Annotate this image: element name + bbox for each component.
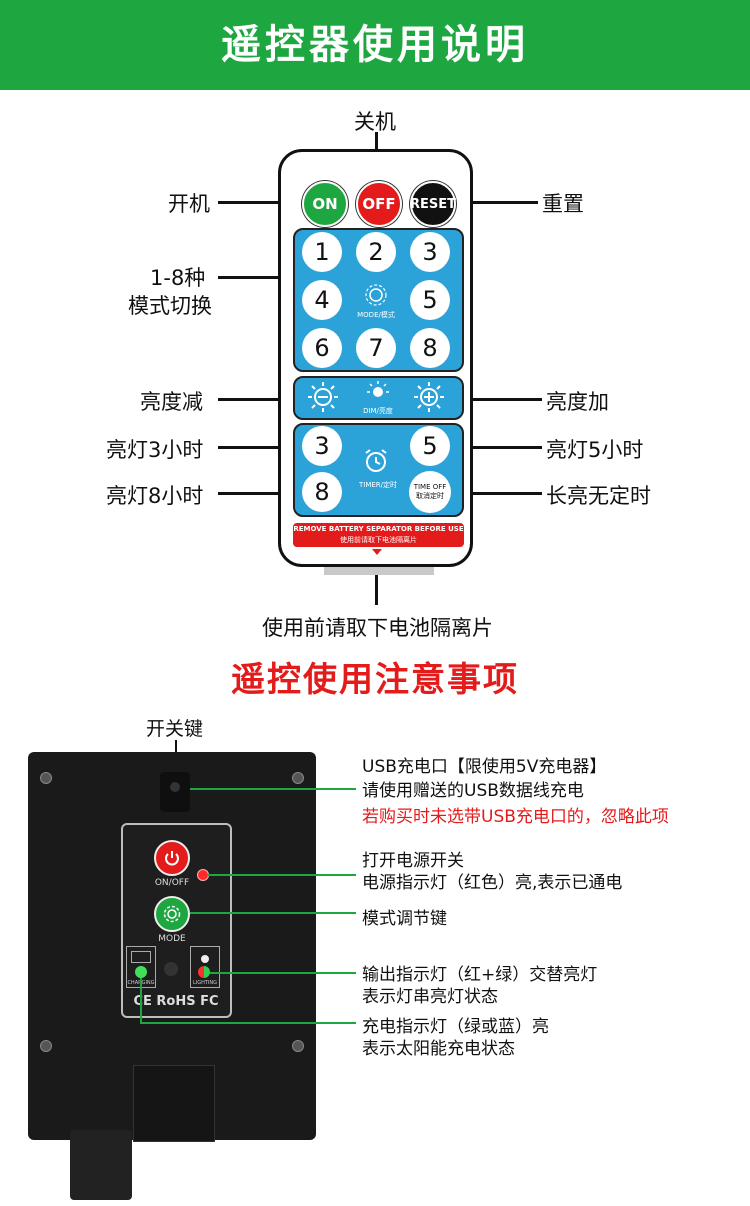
power-button[interactable]: [154, 840, 190, 876]
note-charge-1: 充电指示灯（绿或蓝）亮: [362, 1017, 549, 1037]
mode-4-button[interactable]: 4: [302, 280, 342, 320]
leader-line: [210, 972, 356, 974]
label-switch-key: 开关键: [146, 718, 204, 740]
note-output-1: 输出指示灯（红+绿）交替亮灯: [362, 965, 598, 985]
leader-line: [218, 398, 302, 401]
timer-8-button[interactable]: 8: [302, 472, 342, 512]
charging-indicator-led: [135, 966, 147, 978]
light-sensor-icon: [164, 962, 178, 976]
dim-down-icon[interactable]: [306, 380, 340, 414]
usb-port[interactable]: [160, 772, 190, 812]
mode-1-button[interactable]: 1: [302, 232, 342, 272]
label-dim-down: 亮度减: [140, 390, 203, 414]
header-banner: [0, 0, 750, 90]
notice-title: 遥控使用注意事项: [231, 660, 519, 700]
gear-icon[interactable]: [360, 282, 392, 308]
screw-icon: [40, 772, 52, 784]
leader-line: [452, 201, 538, 204]
note-usb-3: 若购买时未选带USB充电口的，忽略此项: [362, 807, 669, 827]
brightness-icon: [364, 380, 392, 404]
leader-line: [218, 276, 294, 279]
warning-banner: REMOVE BATTERY SEPARATOR BEFORE USE 使用前请…: [293, 523, 464, 547]
timer-3-button[interactable]: 3: [302, 426, 342, 466]
label-dim-up: 亮度加: [546, 390, 609, 414]
timer-caption: TIMER/定时: [358, 481, 398, 489]
label-timer5: 亮灯5小时: [546, 438, 644, 462]
lighting-caption: LIGHTING: [192, 980, 218, 986]
solar-panel-icon: [131, 951, 151, 963]
power-icon: [165, 851, 179, 866]
arrow-down-icon: [372, 549, 382, 555]
output-indicator-led: [198, 966, 210, 978]
mode-button[interactable]: [154, 896, 190, 932]
note-usb-1: USB充电口【限使用5V充电器】: [362, 757, 607, 777]
leader-line: [452, 446, 542, 449]
screw-icon: [40, 1040, 52, 1052]
dim-caption: DIM/亮度: [363, 407, 393, 415]
leader-line: [452, 492, 542, 495]
note-power-2: 电源指示灯（红色）亮,表示已通电: [362, 873, 623, 893]
leader-line: [218, 492, 302, 495]
warning-line1: REMOVE BATTERY SEPARATOR BEFORE USE: [293, 525, 464, 533]
page-title: 遥控器使用说明: [221, 22, 529, 68]
alarm-clock-icon: [362, 448, 390, 474]
label-modes-1: 1-8种: [150, 266, 206, 290]
leader-line: [375, 575, 378, 605]
mode-caption: MODE/模式: [357, 311, 395, 319]
note-mode: 模式调节键: [362, 909, 447, 929]
reset-button[interactable]: RESET: [410, 181, 456, 227]
leader-line: [190, 912, 356, 914]
mode-caption: MODE: [158, 934, 186, 944]
onoff-caption: ON/OFF: [154, 878, 190, 888]
gear-icon: [163, 905, 181, 923]
time-off-button[interactable]: TIME OFF 取消定时: [409, 471, 451, 513]
leader-line: [218, 446, 302, 449]
cable-connector: [70, 1130, 132, 1200]
label-modes-2: 模式切换: [128, 294, 212, 318]
mode-6-button[interactable]: 6: [302, 328, 342, 368]
label-reset: 重置: [542, 192, 584, 216]
warning-line2: 使用前请取下电池隔离片: [340, 536, 417, 544]
certification-marks: CE RoHS FC: [133, 994, 219, 1009]
mode-5-button[interactable]: 5: [410, 280, 450, 320]
leader-line: [140, 1022, 356, 1024]
connector-mount: [133, 1065, 215, 1142]
screw-icon: [292, 772, 304, 784]
time-off-line2: 取消定时: [416, 492, 444, 500]
leader-line: [218, 201, 302, 204]
mode-2-button[interactable]: 2: [356, 232, 396, 272]
leader-line: [190, 788, 356, 790]
note-power-1: 打开电源开关: [362, 851, 464, 871]
note-usb-2: 请使用赠送的USB数据线充电: [362, 781, 584, 801]
usb-port-icon: [170, 782, 180, 792]
timer-5-button[interactable]: 5: [410, 426, 450, 466]
label-timer3: 亮灯3小时: [106, 438, 204, 462]
note-charge-2: 表示太阳能充电状态: [362, 1039, 515, 1059]
off-button[interactable]: OFF: [356, 181, 402, 227]
mode-3-button[interactable]: 3: [410, 232, 450, 272]
leader-line: [452, 398, 542, 401]
label-off: 关机: [354, 110, 396, 134]
on-button[interactable]: ON: [302, 181, 348, 227]
label-remove-tab: 使用前请取下电池隔离片: [262, 616, 493, 640]
leader-line: [140, 978, 142, 1023]
lighting-box: [190, 946, 220, 988]
label-on: 开机: [168, 192, 210, 216]
mode-7-button[interactable]: 7: [356, 328, 396, 368]
screw-icon: [292, 1040, 304, 1052]
time-off-line1: TIME OFF: [413, 483, 447, 491]
label-timer8: 亮灯8小时: [106, 484, 204, 508]
dim-up-icon[interactable]: [412, 380, 446, 414]
mode-8-button[interactable]: 8: [410, 328, 450, 368]
leader-line: [207, 874, 356, 876]
note-output-2: 表示灯串亮灯状态: [362, 987, 498, 1007]
label-always-on: 长亮无定时: [546, 484, 651, 508]
bulb-icon: [198, 950, 212, 963]
